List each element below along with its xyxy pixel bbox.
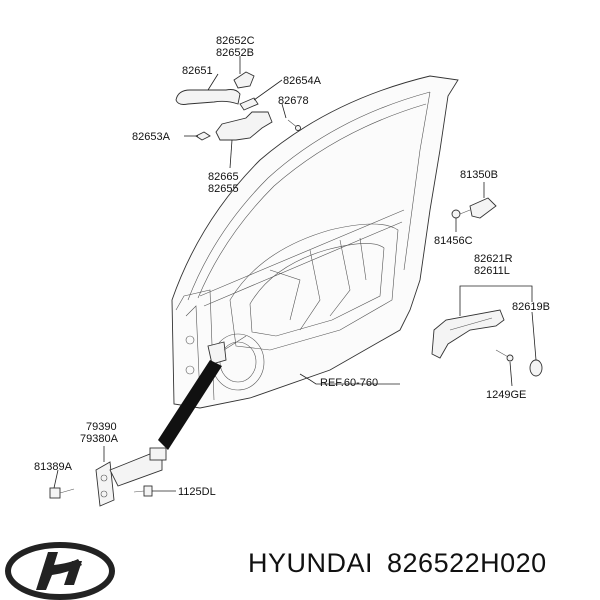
striker-bolt-part (451, 209, 471, 219)
label-81456c: 81456C (434, 235, 473, 247)
checker-wedge (158, 360, 222, 450)
handle-pad-part (239, 97, 259, 111)
label-82611l: 82611L (474, 265, 510, 277)
part-number: 826522H020 (387, 548, 547, 578)
label-82665: 82665 (208, 171, 239, 183)
handle-clip-part (195, 131, 211, 141)
door-checker-part (95, 461, 115, 507)
part-labels: 82652C 82652B 82651 82654A 82678 82653A … (34, 35, 550, 498)
label-79380a: 79380A (80, 433, 119, 445)
door-checker-group (49, 447, 167, 507)
footer-part-caption: HYUNDAI 826522H020 (248, 548, 588, 588)
leader-lines (53, 56, 537, 492)
brand-name: HYUNDAI (248, 548, 374, 578)
inside-handle-group (431, 309, 543, 377)
handle-cap-part (233, 71, 255, 89)
handle-cover-part (529, 359, 543, 377)
label-ref: REF.60-760 (320, 377, 378, 389)
label-1249ge: 1249GE (486, 389, 526, 401)
label-82652b: 82652B (216, 47, 254, 59)
inside-handle-part (431, 309, 505, 359)
label-81389a: 81389A (34, 461, 73, 473)
label-81350b: 81350B (460, 169, 498, 181)
handle-screw-part (287, 119, 301, 131)
inside-handle-screw-part (495, 349, 514, 362)
label-82652c: 82652C (216, 35, 255, 47)
door-shell (171, 75, 459, 409)
label-82678: 82678 (278, 95, 309, 107)
striker-part (469, 197, 497, 219)
label-79390: 79390 (86, 421, 117, 433)
checker-screw-part (133, 485, 153, 497)
label-82655: 82655 (208, 183, 239, 195)
striker-group (451, 197, 497, 219)
outside-handle-part (175, 89, 241, 105)
label-82621r: 82621R (474, 253, 513, 265)
handle-frame-part (215, 111, 273, 141)
hyundai-logo (5, 542, 115, 600)
label-82654a: 82654A (283, 75, 322, 87)
label-1125dl: 1125DL (178, 486, 216, 498)
label-82619b: 82619B (512, 301, 550, 313)
outside-handle-group (175, 71, 301, 141)
checker-bolt-part (49, 487, 75, 499)
label-82651: 82651 (182, 65, 213, 77)
label-82653a: 82653A (132, 131, 171, 143)
